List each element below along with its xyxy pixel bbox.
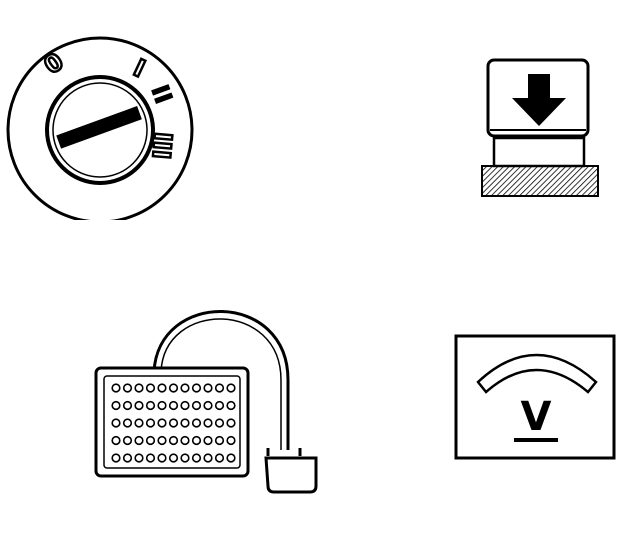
- socket: [134, 453, 144, 463]
- socket: [203, 453, 213, 463]
- socket: [214, 435, 225, 446]
- socket: [111, 435, 121, 446]
- socket: [180, 418, 190, 428]
- socket: [191, 383, 202, 393]
- socket: [134, 400, 144, 411]
- socket: [214, 453, 225, 463]
- socket: [122, 400, 133, 411]
- socket: [191, 435, 202, 446]
- socket: [168, 400, 179, 411]
- socket: [157, 400, 167, 411]
- socket: [191, 400, 202, 411]
- socket: [226, 453, 236, 463]
- press-button-base: [492, 136, 586, 168]
- socket: [145, 435, 156, 446]
- socket: [168, 383, 179, 393]
- socket: [145, 383, 156, 393]
- socket: [226, 418, 236, 428]
- socket: [157, 453, 167, 463]
- socket: [157, 435, 167, 446]
- breakout-cable: [152, 310, 290, 450]
- socket: [122, 383, 133, 393]
- socket: [203, 435, 213, 446]
- down-arrow: [512, 74, 566, 126]
- socket: [122, 453, 133, 463]
- socket: [134, 383, 144, 393]
- socket: [145, 418, 156, 428]
- socket: [203, 400, 213, 411]
- socket: [157, 418, 167, 428]
- breakout-box-icon: [94, 310, 318, 494]
- socket: [111, 418, 121, 428]
- socket: [111, 400, 121, 411]
- voltmeter-icon: V: [454, 334, 616, 460]
- socket: [214, 418, 225, 428]
- socket: [111, 453, 121, 463]
- socket: [180, 435, 190, 446]
- socket: [214, 400, 225, 411]
- socket: [157, 383, 167, 393]
- breakout-connector: [264, 448, 318, 494]
- socket: [226, 383, 236, 393]
- socket: [111, 383, 121, 393]
- socket: [145, 453, 156, 463]
- press-down-arrow-icon: [481, 58, 599, 197]
- socket: [180, 453, 190, 463]
- voltmeter-symbol: V: [521, 394, 552, 440]
- breakout-panel-inner: [103, 375, 241, 469]
- socket: [145, 400, 156, 411]
- socket: [226, 435, 236, 446]
- switch-inner-ring-2: [52, 82, 148, 178]
- socket: [168, 435, 179, 446]
- socket: [134, 435, 144, 446]
- socket: [122, 418, 133, 428]
- voltmeter-scale-arc: [476, 353, 598, 394]
- socket: [168, 453, 179, 463]
- press-surface: [481, 165, 599, 197]
- socket: [203, 418, 213, 428]
- socket: [191, 418, 202, 428]
- socket: [134, 418, 144, 428]
- socket: [122, 435, 133, 446]
- socket: [180, 383, 190, 393]
- socket-grid: [111, 383, 236, 463]
- socket: [168, 418, 179, 428]
- breakout-cable-inner: [160, 318, 282, 450]
- position-label-III: III: [147, 131, 177, 160]
- socket: [191, 453, 202, 463]
- socket: [180, 400, 190, 411]
- socket: [203, 383, 213, 393]
- socket: [214, 383, 225, 393]
- ignition-key: [56, 106, 142, 149]
- socket: [226, 400, 236, 411]
- ignition-key-switch-icon: 0 I II III: [6, 36, 194, 220]
